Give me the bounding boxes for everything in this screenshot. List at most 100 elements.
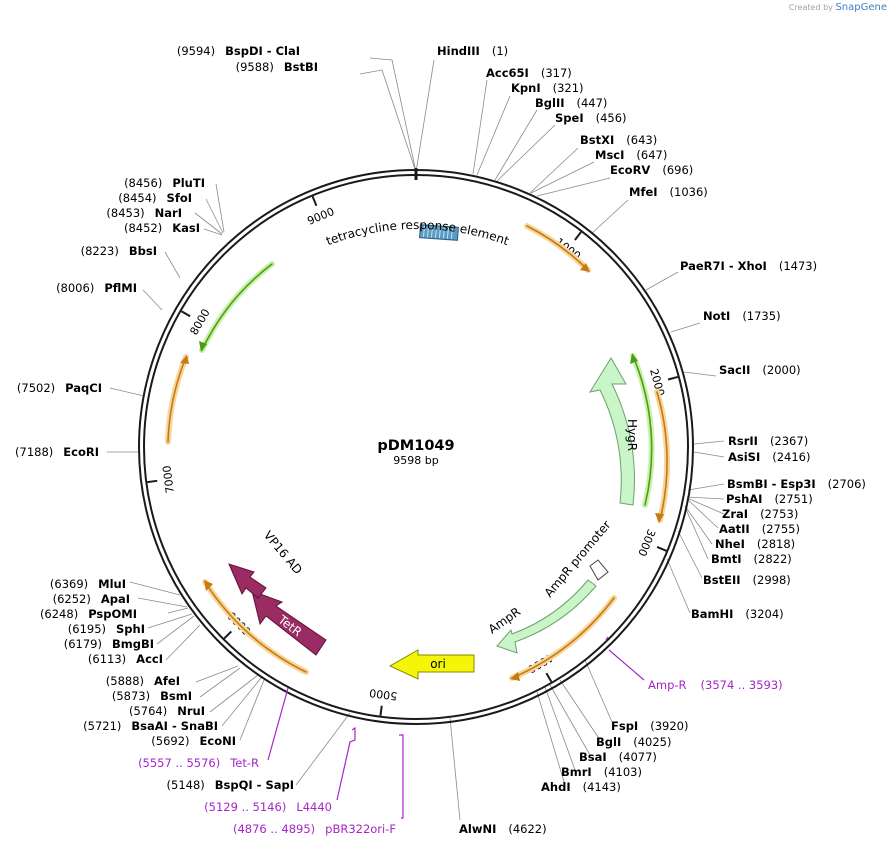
site-position: (6113): [88, 652, 126, 666]
site-label: NheI (2818): [715, 537, 795, 551]
tick-label: 5000: [369, 686, 398, 703]
site-position: (4103): [604, 765, 642, 779]
site-label: (7188)EcoRI: [15, 445, 99, 459]
site-label: BamHI(3204): [691, 607, 784, 621]
site-name: MluI: [98, 577, 126, 591]
site-label: (8452)KasI: [124, 221, 200, 235]
tick-mark: [667, 375, 679, 381]
site-label: AlwNI (4622): [459, 822, 547, 836]
site-name: BmrI: [561, 765, 592, 779]
site-position: (456): [596, 111, 627, 125]
site-name: NheI: [715, 537, 745, 551]
orange-arrowhead-lower-left: [204, 580, 213, 591]
site-name: EcoRV: [610, 163, 650, 177]
site-label: (7502)PaqCI: [17, 381, 102, 395]
site-position: (2753): [760, 507, 798, 521]
orange-feature-arc-bottom-core: [511, 597, 615, 679]
site-position: (647): [636, 148, 667, 162]
site-label: (5148)BspQI - SapI: [167, 778, 294, 792]
site-name: BspQI - SapI: [215, 778, 294, 792]
hygr-feature: [588, 357, 635, 506]
site-name: PaqCI: [65, 381, 102, 395]
site-label: ZraI (2753): [722, 507, 798, 521]
site-label: (6179)BmgBI: [64, 637, 154, 651]
site-label: (8454)SfoI: [118, 191, 192, 205]
site-label: (8453)NarI: [106, 206, 182, 220]
primer-label: (4876 .. 4895)pBR322ori-F: [233, 822, 396, 836]
site-position: (5692): [151, 734, 189, 748]
primer-markers: [267, 636, 645, 819]
site-position: (2818): [757, 537, 795, 551]
site-position: (2751): [774, 492, 812, 506]
tick-label: 9000: [305, 205, 336, 228]
site-label: RsrII(2367): [728, 434, 808, 448]
site-label: (5873)BsmI: [112, 689, 192, 703]
site-label: FspI(3920): [611, 719, 688, 733]
site-name: BsaAI - SnaBI: [131, 719, 218, 733]
site-name: EcoRI: [63, 445, 99, 459]
site-position: (9594): [177, 44, 215, 58]
site-name: BsaI: [579, 750, 607, 764]
site-name: AlwNI: [459, 822, 496, 836]
site-name: AatII: [719, 522, 750, 536]
tick-mark: [379, 705, 383, 716]
tick-mark: [311, 196, 318, 207]
site-position: (1735): [742, 309, 780, 323]
site-name: HindIII: [437, 44, 480, 58]
green-feature-arc: [199, 261, 275, 353]
site-name: FspI: [611, 719, 638, 733]
site-position: (2755): [762, 522, 800, 536]
site-name: NotI: [703, 309, 730, 323]
site-name: BstEII: [703, 573, 741, 587]
site-label: AsiSI(2416): [728, 450, 811, 464]
site-label: (8223)BbsI: [81, 244, 157, 258]
green-feature-arc-core: [201, 263, 273, 351]
orange-feature-arc-lower-left-core: [204, 581, 307, 673]
ampr-feature: [496, 579, 597, 654]
site-label: PaeR7I - XhoI(1473): [680, 259, 817, 273]
site-position: (4622): [508, 822, 546, 836]
site-label: BsaI(4077): [579, 750, 657, 764]
orange-arrowhead-right: [655, 513, 664, 523]
site-name: ZraI: [722, 507, 748, 521]
site-position: (1): [492, 44, 508, 58]
plasmid-name: pDM1049: [377, 438, 454, 454]
primer-label: (5557 .. 5576)Tet-R: [138, 756, 259, 770]
site-label: BglI(4025): [596, 735, 671, 749]
tick-mark: [656, 546, 667, 552]
site-label: MscI(647): [595, 148, 667, 162]
site-label: (9588)BstBI: [236, 60, 318, 74]
tick-mark: [545, 672, 553, 683]
primer-position: (5557 .. 5576): [138, 756, 220, 770]
primer-name: Amp-R: [648, 678, 687, 692]
site-position: (8453): [106, 206, 144, 220]
site-name: BsmI: [160, 689, 192, 703]
feature-arcs: [165, 223, 671, 681]
site-name: BmtI: [711, 552, 742, 566]
site-position: (5721): [83, 719, 121, 733]
plasmid-size: 9598 bp: [393, 454, 438, 467]
tetr-feature: [251, 590, 327, 656]
site-label: (5721) BsaAI - SnaBI: [83, 719, 218, 733]
site-position: (6252): [53, 592, 91, 606]
site-name: AfeI: [154, 674, 180, 688]
site-label: AhdI(4143): [541, 780, 621, 794]
site-position: (317): [541, 66, 572, 80]
site-label: Acc65I(317): [486, 66, 572, 80]
green-arrowhead: [199, 341, 207, 352]
site-position: (2367): [770, 434, 808, 448]
orange-arrowhead-left: [180, 355, 189, 364]
site-label: (8456)PluTI: [124, 176, 205, 190]
site-position: (8452): [124, 221, 162, 235]
site-position: (8223): [81, 244, 119, 258]
orange-feature-arc-right-core: [656, 391, 668, 521]
site-leader-lines: [107, 57, 725, 821]
site-name: BstXI: [580, 133, 614, 147]
site-position: (1473): [779, 259, 817, 273]
site-label: (6195)SphI: [68, 622, 145, 636]
site-position: (6369): [50, 577, 88, 591]
site-label: (6113)AccI: [88, 652, 163, 666]
site-name: PspOMI: [88, 607, 137, 621]
site-label: BstEII(2998): [703, 573, 791, 587]
ampr-promoter-label: AmpR promoter: [542, 518, 614, 600]
